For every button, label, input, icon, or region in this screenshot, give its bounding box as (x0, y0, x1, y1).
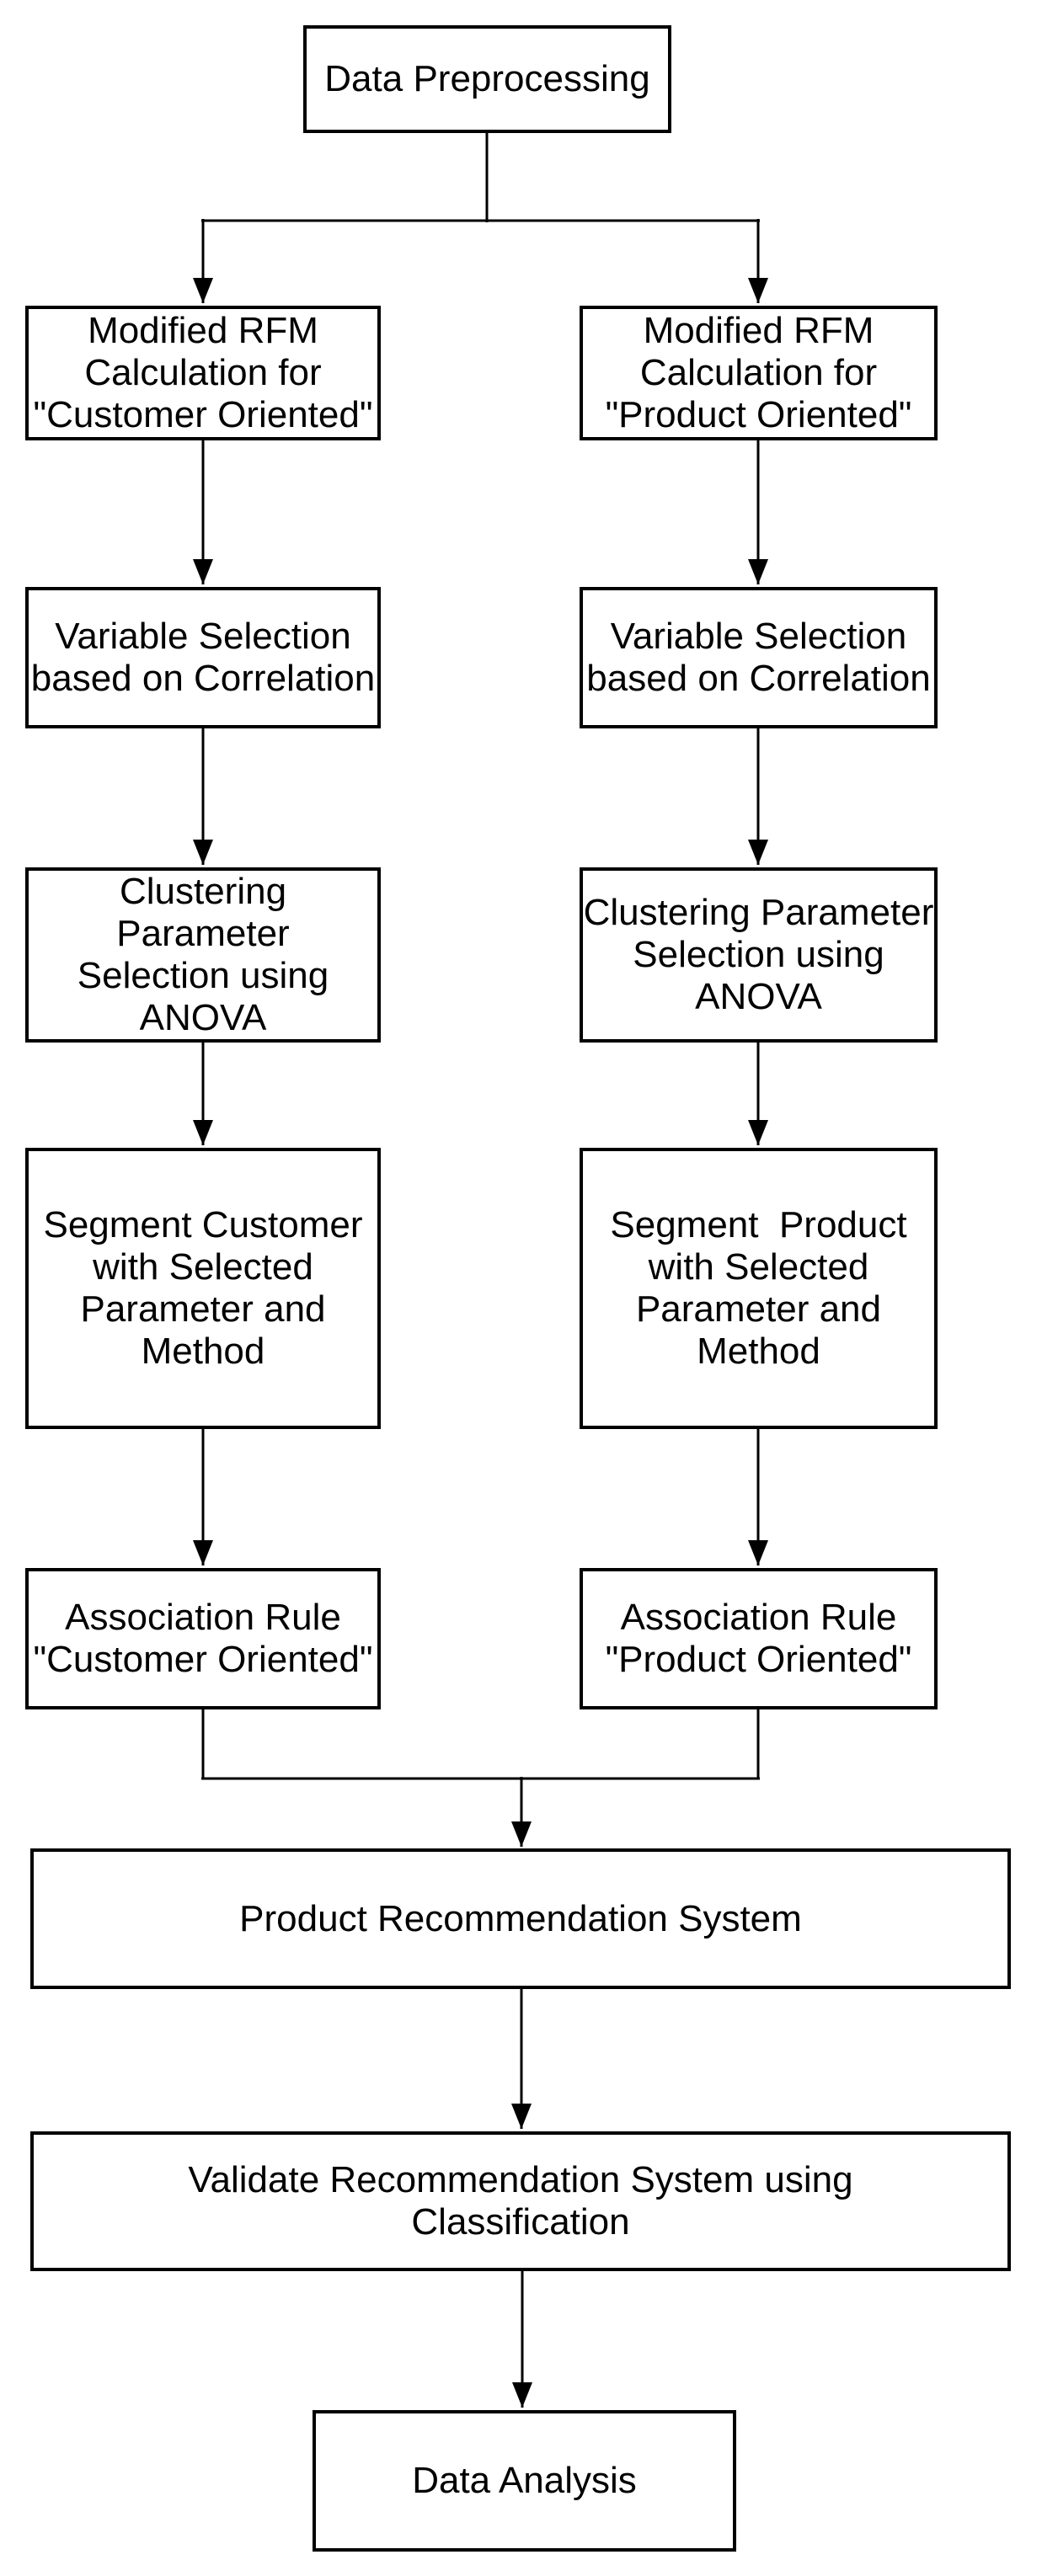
node-segment-customer: Segment Customer with Selected Parameter… (25, 1148, 381, 1429)
node-clustering-parameter-customer: Clustering Parameter Selection using ANO… (25, 867, 381, 1043)
node-rfm-customer: Modified RFM Calculation for "Customer O… (25, 306, 381, 440)
node-association-rule-customer: Association Rule "Customer Oriented" (25, 1568, 381, 1709)
node-variable-selection-product: Variable Selection based on Correlation (580, 587, 938, 728)
node-validate-recommendation-system: Validate Recommendation System using Cla… (30, 2131, 1011, 2271)
node-association-rule-product: Association Rule "Product Oriented" (580, 1568, 938, 1709)
node-product-recommendation-system: Product Recommendation System (30, 1848, 1011, 1989)
node-data-analysis: Data Analysis (313, 2410, 736, 2552)
node-variable-selection-customer: Variable Selection based on Correlation (25, 587, 381, 728)
node-segment-product: Segment Product with Selected Parameter … (580, 1148, 938, 1429)
node-clustering-parameter-product: Clustering Parameter Selection using ANO… (580, 867, 938, 1043)
node-data-preprocessing: Data Preprocessing (303, 25, 671, 133)
node-rfm-product: Modified RFM Calculation for "Product Or… (580, 306, 938, 440)
